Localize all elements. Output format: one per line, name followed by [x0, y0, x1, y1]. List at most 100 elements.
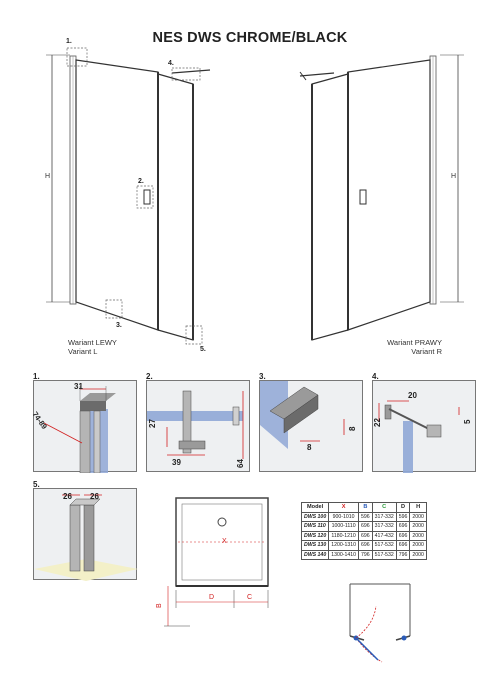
cell: 696: [395, 540, 411, 551]
cell: 417-432: [371, 530, 397, 541]
table-row: DWS 110 1000-1110 696 317-332 696 2000: [300, 521, 427, 532]
col-h: H: [409, 502, 427, 513]
variant-left-line1: Wariant LEWY: [68, 338, 117, 347]
detail-1-drawing: [43, 386, 116, 474]
detail-5-label: 5.: [33, 480, 40, 489]
cell: DWS 130: [300, 540, 330, 551]
stabilizer-bar: [171, 69, 211, 74]
detail-4-dim-22: 22: [373, 418, 382, 427]
cell: 796: [395, 549, 411, 560]
detail-3-label: 3.: [259, 372, 266, 381]
table-row: DWS 100 900-1010 596 317-332 596 2000: [300, 511, 427, 522]
cell: DWS 120: [300, 530, 330, 541]
detail-5-dim-26b: 26: [90, 492, 99, 501]
door-handle: [359, 189, 367, 205]
detail-4-label: 4.: [372, 372, 379, 381]
hinge-icon: [401, 635, 407, 641]
col-b: B: [358, 502, 373, 513]
cell: 2000: [409, 521, 427, 532]
height-label-left: H: [45, 173, 51, 180]
table-row: DWS 140 1300-1410 796 517-532 796 2000: [300, 549, 427, 560]
cell: 317-332: [371, 521, 397, 532]
plan-c-label: C: [247, 594, 253, 601]
callout-box-4: [171, 67, 201, 81]
door-swing-plan: [349, 583, 411, 663]
detail-2-dim-27: 27: [148, 419, 157, 428]
callout-box-3: [105, 299, 123, 319]
cell: 596: [395, 511, 411, 522]
right-variant-elevation: [299, 54, 464, 341]
detail-3-panel: [259, 380, 363, 472]
detail-2-drawing: [147, 390, 244, 459]
cell: 900-1010: [328, 511, 360, 522]
cell: 2000: [409, 530, 427, 541]
cell: 696: [395, 521, 411, 532]
table-header-row: Model X B C D H: [300, 502, 427, 513]
detail-4-panel: [372, 380, 476, 473]
swing-arc: [355, 605, 377, 639]
variant-right-label: Wariant PRAWY Variant R: [382, 338, 442, 356]
callout-box-5: [185, 325, 203, 345]
table-row: DWS 120 1180-1210 696 417-432 696 2000: [300, 530, 427, 541]
detail-5-drawing: [34, 494, 138, 581]
callout-3: 3.: [116, 322, 122, 329]
variant-right-line1: Wariant PRAWY: [387, 338, 442, 347]
variant-left-label: Wariant LEWY Variant L: [68, 338, 117, 356]
height-label-right: H: [451, 173, 457, 180]
cell: DWS 100: [300, 511, 330, 522]
plan-view: [164, 497, 269, 627]
cell: 796: [358, 549, 373, 560]
cell: 596: [358, 511, 373, 522]
col-x: X: [328, 502, 360, 513]
detail-1-label: 1.: [33, 372, 40, 381]
cell: 517-532: [371, 549, 397, 560]
detail-2-label: 2.: [146, 372, 153, 381]
detail-3-dim-8a: 8: [307, 443, 312, 452]
detail-3-dim-8b: 8: [348, 426, 357, 431]
detail-3-drawing: [260, 381, 345, 449]
detail-5-panel: [33, 488, 138, 581]
cell: 1000-1110: [328, 521, 360, 532]
callout-box-1: [66, 47, 88, 67]
cell: DWS 140: [300, 549, 330, 560]
door-handle: [143, 189, 151, 205]
cell: 2000: [409, 511, 427, 522]
callout-1: 1.: [66, 38, 72, 45]
variant-left-line2: Variant L: [68, 347, 98, 356]
plan-x-label: X: [222, 538, 227, 545]
detail-5-dim-26a: 26: [63, 492, 72, 501]
callout-5: 5.: [200, 346, 206, 353]
col-c: C: [371, 502, 397, 513]
plan-d-label: D: [209, 594, 215, 601]
cell: 517-532: [371, 540, 397, 551]
cell: 696: [358, 540, 373, 551]
left-variant-elevation: [46, 47, 211, 345]
detail-4-dim-20: 20: [408, 391, 417, 400]
detail-1-panel: [33, 380, 137, 474]
col-model: Model: [300, 502, 330, 513]
door-leaf: [157, 73, 194, 341]
dimensions-table: Model X B C D H DWS 100 900-1010 596 317…: [300, 502, 427, 560]
cell: 1300-1410: [328, 549, 360, 560]
drain-icon: [217, 517, 227, 527]
cell: 1200-1310: [328, 540, 360, 551]
detail-4-drawing: [378, 400, 460, 473]
cell: DWS 110: [300, 521, 330, 532]
col-d: D: [395, 502, 411, 513]
callout-2: 2.: [138, 178, 144, 185]
plan-b-label: B: [156, 603, 163, 608]
cell: 2000: [409, 540, 427, 551]
door-frame: [75, 59, 159, 331]
cell: 696: [395, 530, 411, 541]
callout-box-2: [136, 185, 154, 209]
detail-4-dim-5: 5: [463, 419, 472, 424]
door-leaf: [311, 73, 349, 341]
cell: 2000: [409, 549, 427, 560]
variant-right-line2: Variant R: [411, 347, 442, 356]
table-row: DWS 130 1200-1310 696 517-532 696 2000: [300, 540, 427, 551]
cell: 1180-1210: [328, 530, 360, 541]
page-title: NES DWS CHROME/BLACK: [152, 30, 348, 46]
detail-1-dim-31: 31: [74, 382, 83, 391]
cell: 317-332: [371, 511, 397, 522]
stabilizer-bar: [299, 72, 335, 77]
